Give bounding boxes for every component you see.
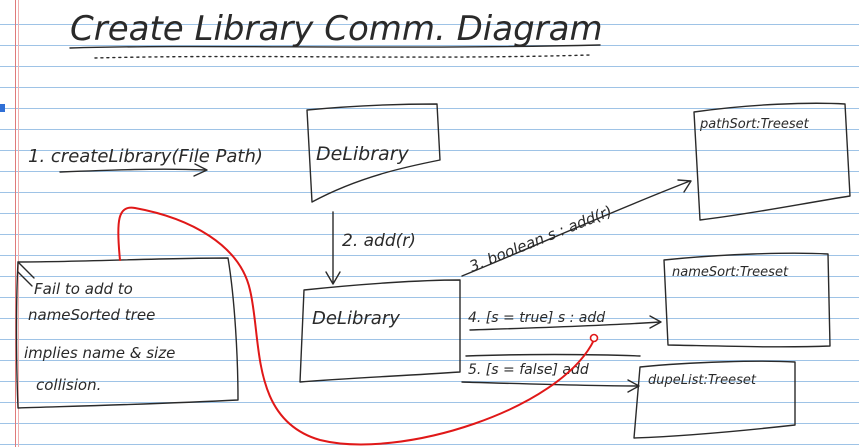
top-library-label: DeLibrary (316, 143, 410, 165)
title-underline-2 (94, 54, 591, 59)
name-sort-box (663, 252, 831, 348)
margin-line (15, 0, 16, 447)
message5-label: 5. [s = false] add (468, 362, 589, 378)
add-message-label: 2. add(r) (342, 231, 416, 251)
note-line-2: nameSorted tree (28, 306, 155, 324)
path-sort-label: pathSort:Treeset (699, 117, 810, 132)
margin-line-inner (18, 0, 19, 447)
note-connector-end (589, 333, 599, 343)
note-connector-red (117, 206, 595, 446)
note-line-4: collision. (36, 376, 101, 394)
message5-upper-stroke (465, 353, 641, 357)
library-label: DeLibrary (312, 308, 400, 329)
path-sort-box (693, 102, 851, 221)
name-sort-label: nameSort:Treeset (672, 265, 789, 280)
margin-marker (0, 104, 5, 112)
step1-label: 1. createLibrary(File Path) (28, 146, 263, 167)
message3-arrow-head (677, 179, 692, 193)
message3-arrow-line (461, 180, 691, 277)
title-underline (69, 44, 601, 49)
message5-arrow-line (461, 381, 639, 387)
note-line-1: Fail to add to (34, 280, 133, 298)
note-corner-fold (17, 261, 35, 287)
step1-arrow-head (193, 163, 208, 177)
message4-arrow-head (649, 315, 662, 329)
note-box (15, 257, 239, 409)
message3-label: 3. boolean s : add(r) (467, 202, 615, 276)
dupe-list-box (633, 360, 796, 439)
message5-arrow-head (627, 379, 640, 393)
dupe-list-label: dupeList:Treeset (648, 373, 757, 388)
page-title: Create Library Comm. Diagram (70, 9, 603, 49)
note-line-3: implies name & size (24, 344, 175, 362)
top-library-box (306, 103, 441, 203)
add-arrow-head (325, 271, 341, 285)
step1-arrow-line (59, 168, 206, 173)
message4-arrow-line (469, 321, 661, 331)
message4-label: 4. [s = true] s : add (468, 310, 605, 326)
library-box (299, 279, 461, 383)
